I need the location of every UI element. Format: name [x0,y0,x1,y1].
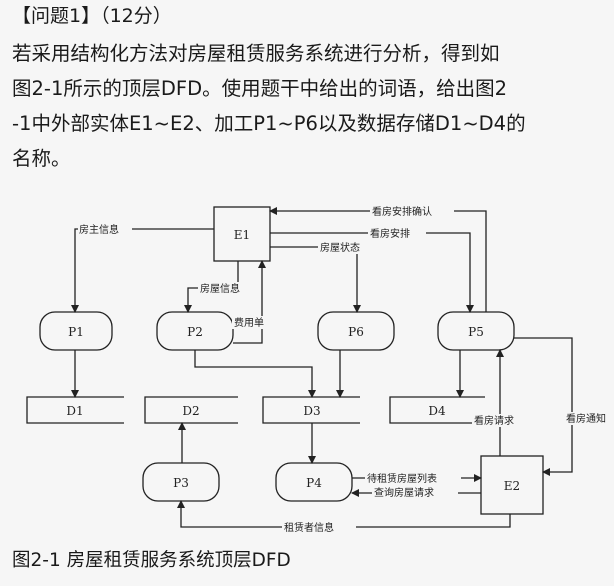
process-p6-label: P6 [348,325,364,339]
entity-e2-label: E2 [504,479,520,493]
flow-label-viewing-notice: 看房通知 [566,412,606,425]
flow-label-viewing-schedule: 看房安排 [370,227,410,240]
question-line: 若采用结构化方法对房屋租赁服务系统进行分析，得到如 [12,42,500,65]
process-p5-label: P5 [468,325,484,339]
flow-label-house-query: 查询房屋请求 [374,486,434,499]
process-p5 [437,311,515,351]
flow-label-fee-bill: 费用单 [234,316,264,329]
question-body: 若采用结构化方法对房屋租赁服务系统进行分析，得到如 图2-1所示的顶层DFD。使… [12,36,608,176]
entity-e1-label: E1 [234,228,250,242]
entity-e1 [213,206,271,262]
store-d1-label: D1 [66,404,83,418]
store-d2-label: D2 [182,404,199,418]
flow-fee-bill [233,260,266,344]
flow-label-viewing-request: 看房请求 [474,414,514,427]
question-title: 【问题1】（12分） [12,5,172,27]
process-p3-label: P3 [173,476,189,490]
dfd-diagram: E1 E2 P1 P2 P6 P5 P3 P4 D1 D2 D3 D4 房主信息… [26,205,613,534]
flow-p2-d3 [194,350,316,398]
question-line: 名称。 [12,147,71,170]
flow-label-tenant-info: 租赁者信息 [284,521,334,534]
process-p1-label: P1 [68,325,84,339]
store-d3-label: D3 [303,404,320,418]
process-p2-label: P2 [187,325,203,339]
flow-label-rental-list: 待租赁房屋列表 [367,472,437,485]
store-d4 [389,396,485,424]
flow-house-status [270,246,361,313]
process-p4-label: P4 [306,476,322,490]
store-d2 [144,396,238,424]
flow-label-house-status: 房屋状态 [320,241,360,254]
flow-viewing-confirm [269,207,487,312]
flow-label-house-info: 房屋信息 [200,282,240,295]
store-d4-label: D4 [428,404,446,418]
flow-viewing-notice [514,337,573,476]
entity-e2 [480,455,544,515]
flow-label-owner-info: 房主信息 [79,223,119,236]
flow-owner-info [71,228,214,313]
question-line: 图2-1所示的顶层DFD。使用题干中给出的词语，给出图2 [12,77,508,100]
question-line: -1中外部实体E1~E2、加工P1~P6以及数据存储D1~D4的 [12,112,526,135]
flow-viewing-schedule [270,232,474,313]
figure-caption: 图2-1 房屋租赁服务系统顶层DFD [12,550,291,571]
flow-label-viewing-confirm: 看房安排确认 [372,205,432,218]
